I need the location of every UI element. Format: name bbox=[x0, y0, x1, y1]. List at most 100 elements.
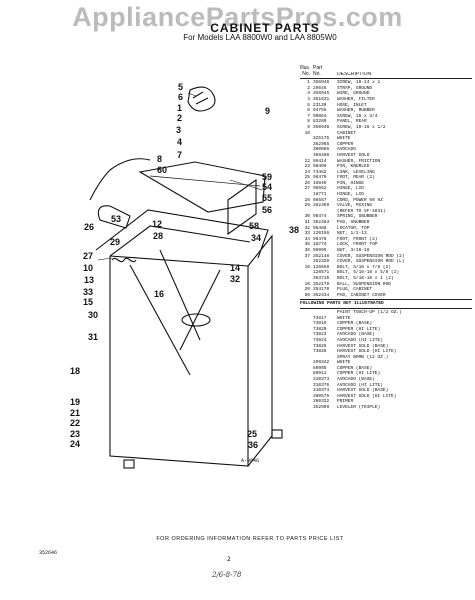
illus-number: 34 bbox=[304, 236, 310, 242]
part-description: HARVEST GOLD (BASE) bbox=[337, 343, 389, 349]
header-part: Part bbox=[313, 65, 323, 71]
table-row: SPRAY BOMB (12 OZ.) bbox=[300, 355, 472, 361]
illus-number: 8 bbox=[307, 119, 310, 125]
part-number: 352999 bbox=[313, 405, 330, 411]
part-number: 352320 bbox=[313, 259, 330, 265]
table-row: 352320 COVER, SUSPENSION ROD (L) bbox=[300, 259, 472, 265]
callout-number: 24 bbox=[70, 439, 81, 449]
illus-number: 35 bbox=[304, 242, 310, 248]
callout-number: 56 bbox=[262, 205, 273, 215]
callout-number: 53 bbox=[111, 214, 122, 224]
callout-number: 31 bbox=[88, 332, 99, 342]
part-description: LINK, LEVELING bbox=[337, 169, 375, 175]
part-description: WASHER, FRICTION bbox=[337, 158, 381, 164]
illus-number: 16 bbox=[304, 264, 310, 270]
part-description: HINGE, LID bbox=[337, 192, 365, 198]
part-description: SCREW, 10 x 3/4 bbox=[337, 113, 378, 119]
callout-number: 26 bbox=[84, 222, 95, 232]
table-header-row: Illus. Part bbox=[300, 65, 472, 72]
callout-number: 15 bbox=[83, 297, 94, 307]
power-cord-part bbox=[89, 158, 151, 201]
part-number: 73824 bbox=[313, 337, 327, 343]
illus-number: 7 bbox=[307, 113, 310, 119]
part-number: 362965 bbox=[313, 141, 330, 147]
part-number: 73820 bbox=[313, 326, 327, 332]
part-number: 18771 bbox=[313, 192, 327, 198]
illus-number: 28 bbox=[304, 197, 310, 203]
illus-number: 37 bbox=[304, 253, 310, 259]
callout-number: 16 bbox=[154, 289, 165, 299]
illus-number: 20 bbox=[304, 287, 310, 293]
part-description: VALVE, MIXING bbox=[337, 203, 373, 209]
table-header-row: No. No. DESCRIPTION bbox=[300, 70, 472, 78]
illus-number: 3 bbox=[307, 91, 310, 97]
part-number: 356946 bbox=[313, 80, 330, 86]
illus-number: 50 bbox=[304, 292, 310, 298]
part-number: 362483 bbox=[313, 220, 330, 226]
part-number: 120156 bbox=[313, 231, 330, 237]
spring-part bbox=[111, 257, 137, 263]
part-description: COPPER (BASE) bbox=[337, 365, 373, 371]
header-no2: No. bbox=[313, 70, 321, 77]
part-number: 18774 bbox=[313, 242, 327, 248]
part-description: BALL, SUSPENSION ROD bbox=[337, 281, 392, 287]
callout-number: 19 bbox=[70, 397, 81, 407]
part-description: LOCATOR, TOP bbox=[337, 225, 370, 231]
part-description: HINGE, LID bbox=[337, 186, 365, 192]
part-number: 368480 bbox=[313, 152, 330, 158]
part-number: 96468 bbox=[313, 225, 327, 231]
part-description: HARVEST GOLD (HI LITE) bbox=[337, 393, 397, 399]
part-number: 352179 bbox=[313, 281, 330, 287]
part-description: STRAP, GROUND bbox=[337, 85, 373, 91]
part-description: PAD, CABINET COVER bbox=[337, 292, 386, 298]
part-description: AVOCADO (BASE) bbox=[337, 332, 375, 338]
part-number: 96470 bbox=[313, 175, 327, 181]
part-number: 354170 bbox=[313, 287, 330, 293]
part-number: 126658 bbox=[313, 264, 330, 270]
illus-number: 10 bbox=[304, 130, 310, 136]
callout-number: 38 bbox=[289, 225, 300, 235]
part-description: BOLT, 5/16 x 7/8 (2) bbox=[337, 264, 392, 270]
illus-number: 25 bbox=[304, 175, 310, 181]
callout-number: 5 bbox=[178, 82, 184, 92]
part-number: 356945 bbox=[313, 91, 330, 97]
part-description: CORD, POWER 60 HZ bbox=[337, 197, 383, 203]
callout-number: 30 bbox=[88, 310, 99, 320]
page-number: 2 bbox=[227, 556, 231, 563]
reference-number: 352646 bbox=[39, 550, 58, 556]
part-description: SPRING, SNUBBER bbox=[337, 214, 378, 220]
part-description: PLUG, CABINET bbox=[337, 287, 373, 293]
part-description: COPPER (HI LITE) bbox=[337, 371, 381, 377]
callout-number: 9 bbox=[265, 106, 271, 116]
callout-number: 55 bbox=[262, 193, 273, 203]
illus-number: 19 bbox=[304, 281, 310, 287]
part-description: HOSE, INLET bbox=[337, 102, 367, 108]
part-number: 96996 bbox=[313, 248, 327, 253]
part-description: COVER, SUSPENSION ROD (L) bbox=[337, 259, 405, 265]
